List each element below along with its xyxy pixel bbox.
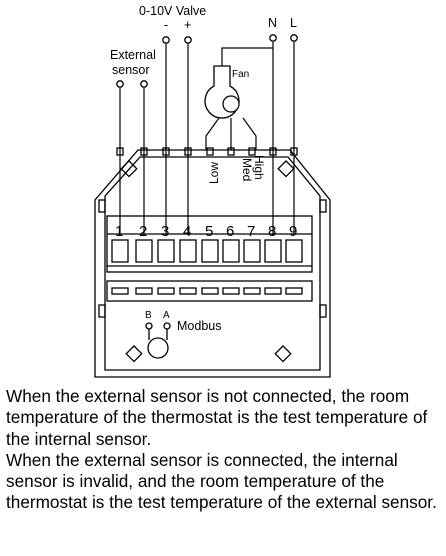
mount-slot-bottom-left xyxy=(125,345,143,363)
high-label: High xyxy=(252,155,266,180)
terminal-screw-1 xyxy=(111,239,129,263)
terminal-number-1: 1 xyxy=(115,223,123,240)
terminal-screw-8 xyxy=(264,239,282,263)
mount-slot-bottom-right xyxy=(274,345,292,363)
terminal-number-7: 7 xyxy=(247,223,255,240)
low-label: Low xyxy=(207,162,221,184)
l-label: L xyxy=(290,16,297,30)
mount-slot-top-right xyxy=(277,160,295,178)
terminal-block xyxy=(106,215,313,273)
wires xyxy=(119,42,295,235)
terminal-tab-7 xyxy=(243,287,261,295)
fan-label: Fan xyxy=(232,69,249,80)
terminal-circles xyxy=(116,34,298,88)
terminal-tab-4 xyxy=(179,287,197,295)
terminal-screw-9 xyxy=(285,239,303,263)
terminal-number-3: 3 xyxy=(161,223,169,240)
housing-outline xyxy=(94,149,331,378)
terminal-tab-8 xyxy=(264,287,282,295)
external-sensor-label-2: sensor xyxy=(112,63,150,77)
terminal-number-5: 5 xyxy=(205,223,213,240)
caption-paragraph-2: When the external sensor is connected, t… xyxy=(6,449,437,513)
b-label: B xyxy=(145,310,152,321)
terminal-pin-7 xyxy=(248,147,256,156)
wiring-diagram: 0-10V Valve - + N L External sensor Fan … xyxy=(94,4,331,378)
fan-symbol xyxy=(204,65,240,119)
terminal-number-8: 8 xyxy=(268,223,276,240)
modbus-port xyxy=(145,322,171,359)
terminal-tab-9 xyxy=(285,287,303,295)
terminal-screw-2 xyxy=(135,239,153,263)
terminal-tab-6 xyxy=(222,287,240,295)
terminal-number-6: 6 xyxy=(226,223,234,240)
caption: When the external sensor is not connecte… xyxy=(6,386,442,514)
terminal-tab-2 xyxy=(135,287,153,295)
terminal-pin-5 xyxy=(206,147,214,156)
valve-label: 0-10V Valve xyxy=(139,4,206,18)
a-label: A xyxy=(163,310,170,321)
n-label: N xyxy=(268,16,277,30)
med-label: Med xyxy=(240,158,254,181)
terminal-number-4: 4 xyxy=(183,223,191,240)
terminal-tab-5 xyxy=(201,287,219,295)
terminal-number-2: 2 xyxy=(139,223,147,240)
terminal-screw-5 xyxy=(201,239,219,263)
mount-slot-top-left xyxy=(120,160,138,178)
terminal-screw-4 xyxy=(179,239,197,263)
terminal-number-9: 9 xyxy=(289,223,297,240)
terminal-screw-3 xyxy=(157,239,175,263)
terminal-screw-6 xyxy=(222,239,240,263)
terminal-tab-1 xyxy=(111,287,129,295)
terminal-tab-3 xyxy=(157,287,175,295)
external-sensor-label-1: External xyxy=(110,48,156,62)
terminal-screw-7 xyxy=(243,239,261,263)
valve-plus-label: + xyxy=(184,18,191,32)
caption-paragraph-1: When the external sensor is not connecte… xyxy=(6,386,428,449)
valve-minus-label: - xyxy=(164,18,168,32)
modbus-label: Modbus xyxy=(177,319,221,333)
inner-plate xyxy=(104,156,321,371)
